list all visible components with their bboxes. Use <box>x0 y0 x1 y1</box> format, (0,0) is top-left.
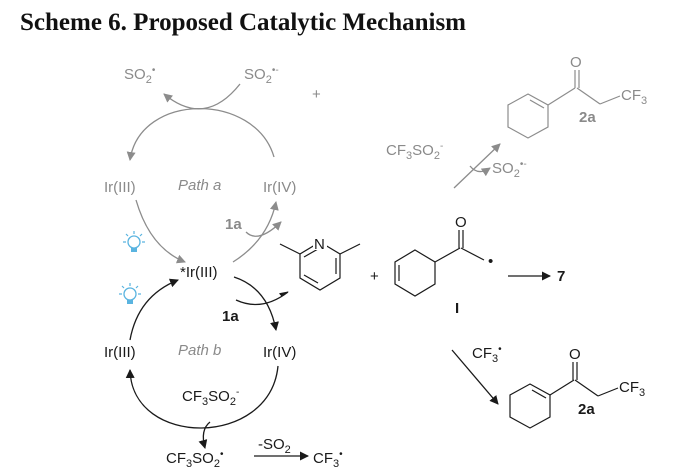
cf3-radical-product: CF3• <box>313 449 343 470</box>
lightbulb-icon <box>123 231 145 252</box>
cycle-b-oxidation-arrow <box>233 276 279 331</box>
top-so2-label: SO2•- <box>492 159 527 180</box>
acyl-label: I <box>455 300 459 317</box>
so2-exchange-arrow <box>163 83 241 110</box>
bottom-product-oxygen: O <box>569 346 581 363</box>
pyridine-n-mask <box>313 236 327 250</box>
cycle-a-ir3: Ir(III) <box>104 179 136 196</box>
cycle-b-triflyl-radical: CF3SO2• <box>166 449 224 470</box>
top-right-reaction: O CF3 2a CF3SO2- SO2•- <box>386 54 647 189</box>
lightbulb-icon <box>119 283 141 304</box>
cycle-b-excitation-arrow <box>129 278 179 341</box>
bottom-product-label: 2a <box>578 401 595 418</box>
cf3-bond <box>599 95 621 105</box>
alpha-carbon-bond <box>576 87 601 105</box>
cycle-b-ir3: Ir(III) <box>104 344 136 361</box>
middle-plus: + <box>370 268 379 285</box>
top-so2-release-arrow <box>469 165 491 177</box>
pyridine-nitrogen: N <box>314 236 325 253</box>
cycle-b-path-label: Path b <box>178 342 221 359</box>
cycle-a-ir4: Ir(IV) <box>263 179 296 196</box>
cycle-a-path-label: Path a <box>178 177 221 194</box>
ring-double-bonds <box>529 99 545 109</box>
so2-anion-radical-label: SO2•- <box>244 65 279 86</box>
acyl-benzene-ring <box>394 249 436 297</box>
top-product-arrow <box>453 143 501 189</box>
cycle-b-triflinate: CF3SO2- <box>182 387 239 408</box>
top-product-oxygen: O <box>570 54 582 71</box>
middle-reaction: N + O • I 7 <box>279 214 565 317</box>
cycle-a-reagent: 1a <box>225 216 242 233</box>
bottom-addition-arrow <box>451 349 499 405</box>
bottom-ring-double-bonds <box>531 389 547 399</box>
bottom-cf3-bond <box>597 387 619 397</box>
cycle-b-reagent-arrow <box>235 291 289 306</box>
cycle-b-reagent: 1a <box>222 308 239 325</box>
benzene-ring <box>507 93 549 139</box>
reagent-to-pyridine-arrow <box>245 221 282 237</box>
bottom-aryl-carbonyl-bond <box>549 379 575 396</box>
aryl-carbonyl-bond <box>547 87 576 106</box>
pyridine-methyl-left <box>279 243 301 255</box>
pyridine-double-bond-3 <box>303 274 319 284</box>
acyl-radical-bond <box>460 247 485 261</box>
top-product-cf3: CF3 <box>621 87 647 107</box>
scheme-title: Scheme 6. Proposed Catalytic Mechanism <box>20 9 466 36</box>
cycle-b-ir4: Ir(IV) <box>263 344 296 361</box>
so2-radical-label: SO2• <box>124 65 156 86</box>
bottom-alpha-bond <box>574 379 599 397</box>
so2-loss-label: -SO2 <box>258 436 291 456</box>
bottom-cf3-radical: CF3• <box>472 344 502 365</box>
cycle-a: SO2• SO2•- + Ir(III) Path a Ir(IV) 1a <box>104 65 321 264</box>
bottom-benzene-ring <box>509 383 551 429</box>
top-triflinate: CF3SO2- <box>386 141 443 162</box>
product-7: 7 <box>557 268 565 285</box>
cycle-b-bottom-arrow <box>125 365 279 429</box>
top-product-label: 2a <box>579 109 596 126</box>
bottom-right-reaction: CF3• O CF3 2a <box>451 344 645 429</box>
cycle-a-excitation-arrow <box>135 199 186 264</box>
acyl-radical-dot: • <box>488 253 493 270</box>
bottom-product-cf3: CF3 <box>619 379 645 399</box>
cycle-a-top-arrow <box>126 107 275 161</box>
cycle-a-plus: + <box>312 86 321 103</box>
acyl-oxygen: O <box>455 214 467 231</box>
acyl-bond <box>434 247 461 263</box>
cycle-b: 1a Ir(III) Path b Ir(IV) CF3SO2- CF3SO2•… <box>104 276 343 470</box>
excited-iridium: *Ir(III) <box>180 264 218 281</box>
pyridine-double-bond-1 <box>303 248 319 258</box>
triflinate-oxidation-arrow <box>198 421 211 449</box>
pyridine-methyl-right <box>339 243 361 255</box>
